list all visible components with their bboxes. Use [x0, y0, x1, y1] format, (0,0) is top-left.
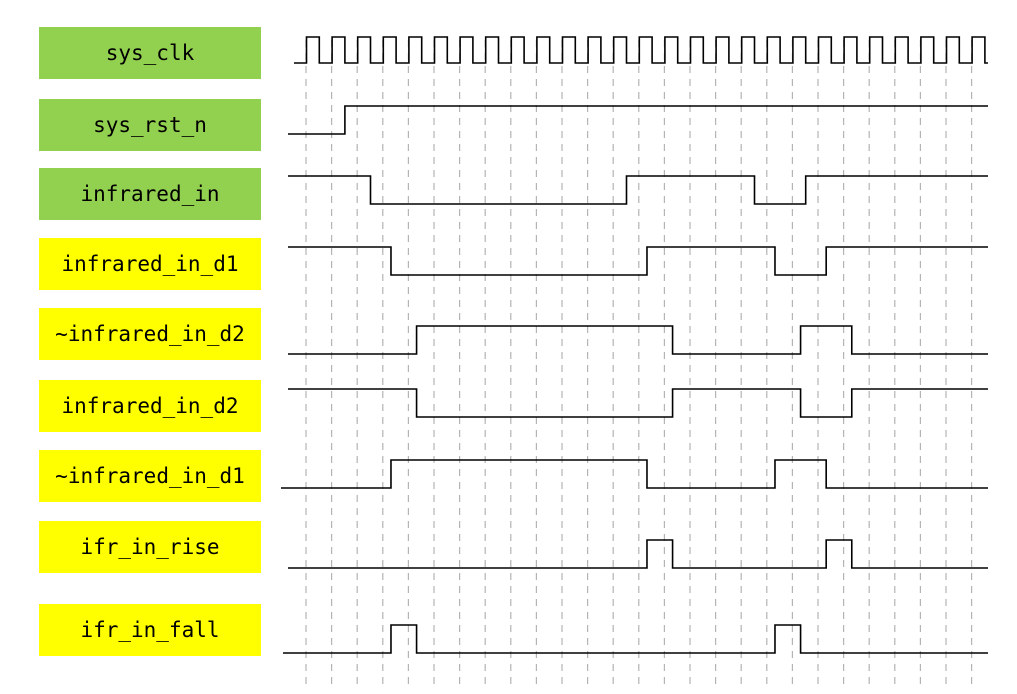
signal-label-box: [39, 308, 261, 360]
signal-label: ifr_in_fall: [39, 604, 261, 656]
signal-label-box: [39, 99, 261, 151]
clock-gridlines: [305, 40, 973, 684]
waveform-infrared-in-d2: [288, 325, 988, 355]
waveform-ifr-in-fall: [283, 624, 988, 654]
waveform-sys-rst-n: [288, 105, 988, 135]
signal-label-text: ~infrared_in_d2: [55, 322, 245, 346]
signal-label: sys_rst_n: [39, 99, 261, 151]
waveform-infrared-in-d1: [281, 459, 988, 489]
waveform-sys-clk: [294, 36, 988, 64]
signal-label-text: sys_clk: [106, 41, 195, 65]
signal-label-box: [39, 168, 261, 220]
signal-label-text: ifr_in_fall: [80, 618, 219, 642]
signal-label-text: infrared_in_d2: [61, 394, 238, 418]
signal-label-text: sys_rst_n: [93, 113, 207, 137]
waveforms: [281, 36, 988, 654]
signal-label: infrared_in_d2: [39, 380, 261, 432]
signal-label-text: infrared_in_d1: [61, 252, 238, 276]
signal-label-text: ifr_in_rise: [80, 535, 219, 559]
signal-labels: sys_clk sys_rst_n infrared_in infrared_in_d…: [39, 27, 261, 656]
signal-label-box: [39, 238, 261, 290]
waveform-infrared-in-d1: [288, 246, 988, 276]
signal-label-box: [39, 380, 261, 432]
signal-label-box: [39, 604, 261, 656]
waveform-infrared-in: [288, 175, 988, 205]
waveform-infrared-in-d2: [288, 388, 988, 418]
signal-label-box: [39, 450, 261, 502]
waveform-ifr-in-rise: [288, 539, 988, 569]
signal-label-box: [39, 521, 261, 573]
signal-label-text: ~infrared_in_d1: [55, 464, 245, 488]
signal-label: ~infrared_in_d2: [39, 308, 261, 360]
signal-label-box: [39, 27, 261, 79]
signal-label: infrared_in: [39, 168, 261, 220]
signal-label: ifr_in_rise: [39, 521, 261, 573]
signal-label: sys_clk: [39, 27, 261, 79]
signal-label: ~infrared_in_d1: [39, 450, 261, 502]
signal-label-text: infrared_in: [80, 182, 219, 206]
signal-label: infrared_in_d1: [39, 238, 261, 290]
